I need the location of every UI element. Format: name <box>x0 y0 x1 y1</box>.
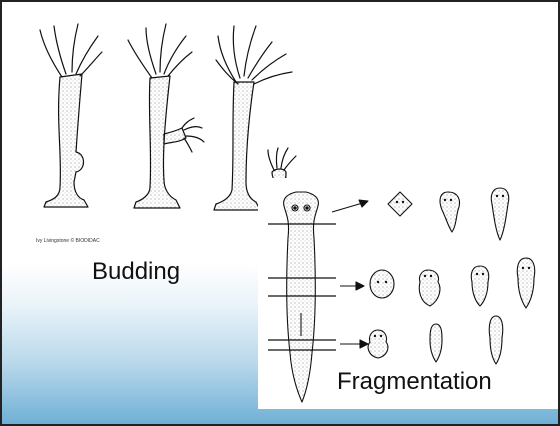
hydra-1 <box>40 24 102 207</box>
image-credit: Ivy Livingstone © BIODIDAC <box>36 238 100 244</box>
budding-label: Budding <box>92 258 180 286</box>
fragmentation-label: Fragmentation <box>335 368 494 396</box>
fragmentation-panel: Fragmentation <box>258 178 558 409</box>
hydra-2 <box>128 24 204 208</box>
hydra-detached-bud <box>268 148 296 182</box>
